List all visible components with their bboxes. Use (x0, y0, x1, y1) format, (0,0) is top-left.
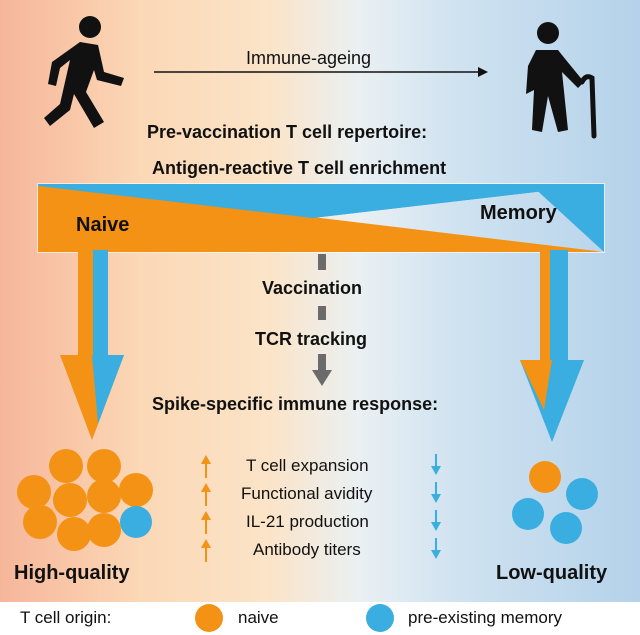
readout-t-cell-expansion: T cell expansion (246, 456, 369, 475)
legend-title: T cell origin: (20, 608, 112, 627)
legend-memory-dot (366, 604, 394, 632)
immune-ageing-label: Immune-ageing (246, 48, 372, 68)
vaccination-label: Vaccination (262, 278, 363, 298)
legend-naive-dot (195, 604, 223, 632)
right-down-arrow (520, 250, 584, 442)
legend-memory-label: pre-existing memory (408, 608, 562, 627)
high-quality-label: High-quality (14, 562, 130, 584)
down-arrow-icon (431, 538, 441, 559)
up-arrow-icon (201, 511, 211, 534)
up-arrow-icon (201, 483, 211, 506)
walking-person-icon (44, 16, 124, 128)
up-arrow-icon (201, 455, 211, 478)
readout-antibody-titers: Antibody titers (253, 540, 361, 559)
down-arrow-icon (431, 482, 441, 503)
down-arrow-icon (431, 454, 441, 475)
readout-functional-avidity: Functional avidity (241, 484, 373, 503)
process-arrow (312, 254, 332, 386)
left-down-arrow (60, 250, 124, 440)
low-quality-label: Low-quality (496, 562, 608, 584)
heading-antigen-reactive: Antigen-reactive T cell enrichment (152, 158, 447, 178)
legend-bar (0, 602, 640, 635)
high-quality-cell-cluster (17, 449, 153, 551)
naive-label: Naive (76, 214, 130, 236)
readout-il21-production: IL-21 production (246, 512, 369, 531)
heading-pre-vaccination: Pre-vaccination T cell repertoire: (147, 122, 428, 142)
up-arrows (201, 455, 211, 562)
immune-response-heading: Spike-specific immune response: (152, 394, 439, 414)
elderly-person-with-cane-icon (526, 22, 597, 139)
tcr-tracking-label: TCR tracking (255, 329, 368, 349)
memory-label: Memory (480, 202, 557, 224)
up-arrow-icon (201, 539, 211, 562)
down-arrow-icon (431, 510, 441, 531)
legend-naive-label: naive (238, 608, 279, 627)
low-quality-cell-cluster (512, 461, 598, 544)
down-arrows (431, 454, 441, 559)
